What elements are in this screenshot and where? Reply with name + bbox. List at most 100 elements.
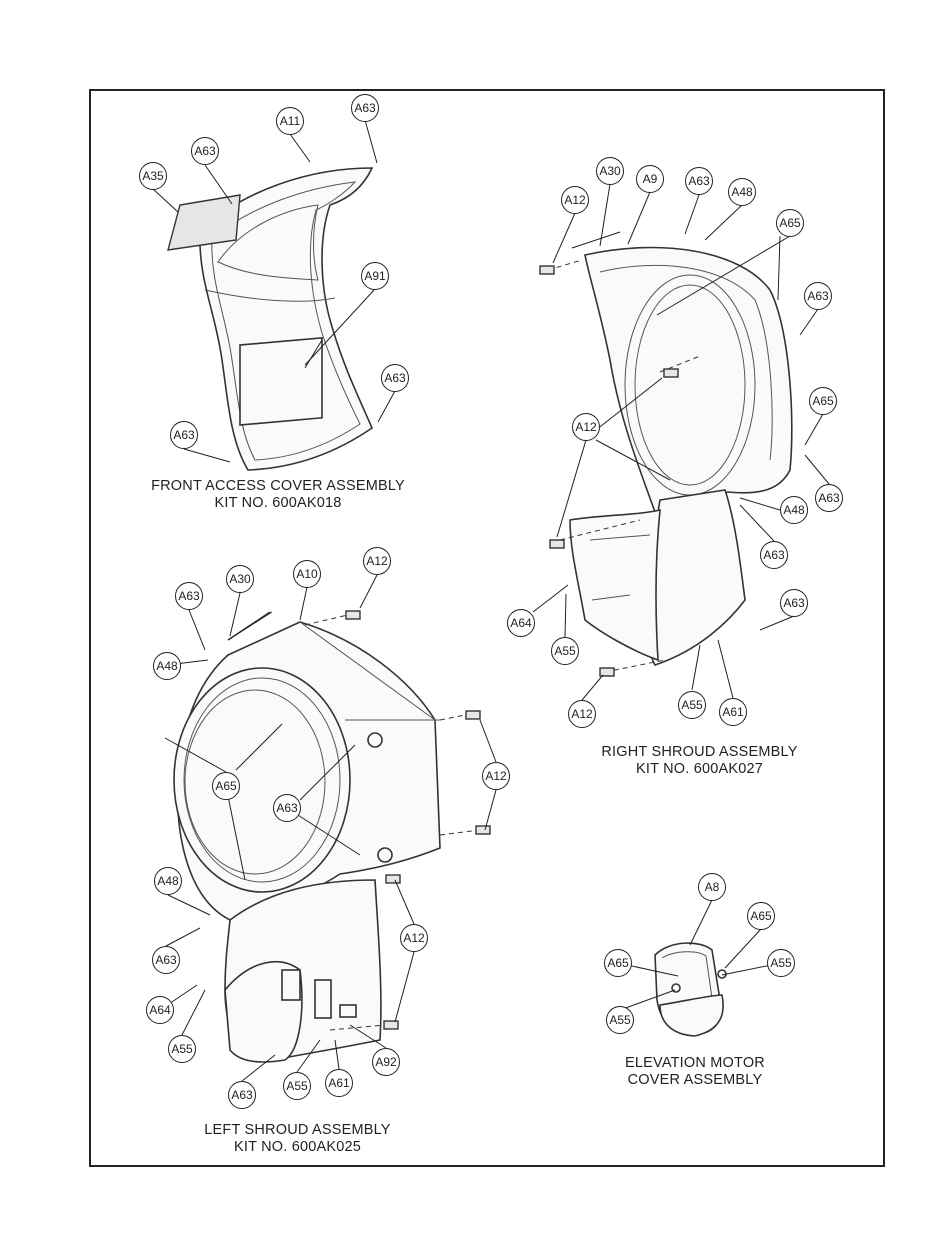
callout-label: A65 [607, 956, 629, 970]
callout-a48: A48 [728, 178, 756, 206]
callout-label: A63 [155, 953, 177, 967]
caption-kit: KIT NO. 600AK027 [635, 761, 764, 777]
callout-label: A63 [276, 801, 298, 815]
right-shroud-caption: RIGHT SHROUD ASSEMBLY KIT NO. 600AK027 [597, 744, 802, 778]
callout-label: A65 [215, 779, 237, 793]
callout-a9: A9 [636, 165, 664, 193]
callout-a63: A63 [351, 94, 379, 122]
callout-label: A61 [328, 1076, 350, 1090]
left-shroud-caption: LEFT SHROUD ASSEMBLY KIT NO. 600AK025 [200, 1122, 395, 1156]
caption-title: RIGHT SHROUD ASSEMBLY [601, 744, 798, 760]
callout-label: A30 [229, 572, 251, 586]
callout-a63: A63 [760, 541, 788, 569]
callout-a64: A64 [507, 609, 535, 637]
callout-label: A55 [554, 644, 576, 658]
callout-a12: A12 [363, 547, 391, 575]
callout-label: A12 [403, 931, 425, 945]
elevation-motor-caption: ELEVATION MOTOR COVER ASSEMBLY [620, 1055, 770, 1089]
caption-title: FRONT ACCESS COVER ASSEMBLY [151, 478, 405, 494]
callout-a48: A48 [780, 496, 808, 524]
callout-a63: A63 [780, 589, 808, 617]
callout-a61: A61 [325, 1069, 353, 1097]
callout-label: A91 [364, 269, 386, 283]
callout-a63: A63 [273, 794, 301, 822]
callout-a65: A65 [809, 387, 837, 415]
callout-label: A12 [485, 769, 507, 783]
callout-label: A65 [750, 909, 772, 923]
callout-label: A63 [688, 174, 710, 188]
caption-title-line2: COVER ASSEMBLY [627, 1072, 763, 1088]
callout-a48: A48 [154, 867, 182, 895]
caption-kit: KIT NO. 600AK018 [214, 495, 342, 511]
callout-label: A92 [375, 1055, 397, 1069]
callout-a61: A61 [719, 698, 747, 726]
callout-a8: A8 [698, 873, 726, 901]
callout-label: A61 [722, 705, 744, 719]
callout-a65: A65 [776, 209, 804, 237]
callout-label: A12 [571, 707, 593, 721]
callout-a12: A12 [482, 762, 510, 790]
left-shroud-drawing [173, 610, 491, 1063]
callout-label: A64 [510, 616, 532, 630]
callout-a63: A63 [152, 946, 180, 974]
callout-a63: A63 [170, 421, 198, 449]
callout-a55: A55 [551, 637, 579, 665]
callout-label: A55 [609, 1013, 631, 1027]
callout-a63: A63 [815, 484, 843, 512]
callout-a91: A91 [361, 262, 389, 290]
callout-label: A48 [157, 874, 179, 888]
callout-label: A63 [807, 289, 829, 303]
callout-a55: A55 [283, 1072, 311, 1100]
callout-label: A63 [763, 548, 785, 562]
callout-a12: A12 [400, 924, 428, 952]
callout-label: A55 [681, 698, 703, 712]
front-access-cover-caption: FRONT ACCESS COVER ASSEMBLY KIT NO. 600A… [148, 478, 408, 512]
callout-a63: A63 [804, 282, 832, 310]
callout-label: A63 [783, 596, 805, 610]
callout-a55: A55 [678, 691, 706, 719]
callout-label: A10 [296, 567, 318, 581]
callout-a63: A63 [191, 137, 219, 165]
callout-label: A65 [779, 216, 801, 230]
callout-label: A35 [142, 169, 164, 183]
callout-a65: A65 [212, 772, 240, 800]
drawing-border [89, 89, 885, 1167]
callout-label: A55 [286, 1079, 308, 1093]
callout-label: A30 [599, 164, 621, 178]
callout-a64: A64 [146, 996, 174, 1024]
callout-label: A11 [280, 114, 301, 128]
callout-a35: A35 [139, 162, 167, 190]
callout-a48: A48 [153, 652, 181, 680]
callout-label: A55 [770, 956, 792, 970]
callout-a65: A65 [747, 902, 775, 930]
caption-title: ELEVATION MOTOR [625, 1055, 765, 1071]
callout-a55: A55 [767, 949, 795, 977]
front-access-cover-drawing [167, 167, 374, 471]
callout-label: A64 [149, 1003, 171, 1017]
callout-label: A48 [783, 503, 805, 517]
callout-label: A63 [173, 428, 195, 442]
callout-label: A12 [575, 420, 597, 434]
callout-label: A55 [171, 1042, 193, 1056]
callout-label: A63 [818, 491, 840, 505]
callout-a63: A63 [685, 167, 713, 195]
callout-a63: A63 [228, 1081, 256, 1109]
callout-label: A63 [194, 144, 216, 158]
callout-a92: A92 [372, 1048, 400, 1076]
elevation-motor-cover-drawing [654, 942, 727, 1037]
callout-label: A8 [705, 880, 720, 894]
callout-a30: A30 [226, 565, 254, 593]
callout-label: A63 [384, 371, 406, 385]
callout-label: A12 [564, 193, 586, 207]
callout-a11: A11 [276, 107, 304, 135]
callout-a12: A12 [561, 186, 589, 214]
callout-a55: A55 [606, 1006, 634, 1034]
right-shroud-drawing [539, 231, 793, 677]
callout-label: A65 [812, 394, 834, 408]
callout-a65: A65 [604, 949, 632, 977]
caption-title: LEFT SHROUD ASSEMBLY [204, 1122, 391, 1138]
callout-a55: A55 [168, 1035, 196, 1063]
callout-a63: A63 [381, 364, 409, 392]
